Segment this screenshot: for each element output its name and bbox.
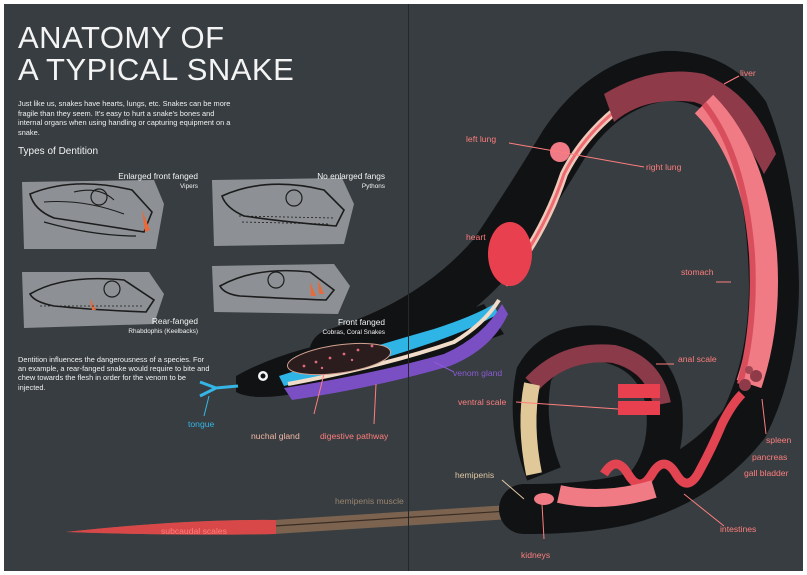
page-title: ANATOMY OF A TYPICAL SNAKE — [18, 22, 294, 86]
label-stomach: stomach — [681, 267, 713, 277]
snake-anatomy-illustration — [4, 4, 803, 571]
label-subcaudal-scales: subcaudal scales — [161, 526, 227, 536]
title-line-1: ANATOMY OF — [18, 22, 294, 54]
title-line-2: A TYPICAL SNAKE — [18, 54, 294, 86]
label-digestive-pathway: digestive pathway — [320, 431, 388, 441]
dentition-subtitle-rear-fanged: Rhabdophis (Keelbacks) — [128, 328, 198, 335]
label-right-lung: right lung — [646, 162, 681, 172]
dentition-title-pythons: No enlarged fangs — [317, 171, 385, 181]
dentition-title-vipers: Enlarged front fanged — [118, 171, 198, 181]
label-hemipenis: hemipenis — [455, 470, 494, 480]
skull-panel-pythons — [212, 178, 354, 246]
label-heart: heart — [466, 232, 486, 242]
dentition-note: Dentition influences the dangerousness o… — [18, 355, 213, 392]
dentition-title-front-fanged: Front fanged — [338, 317, 385, 327]
label-venom-gland: venom gland — [453, 368, 502, 378]
dentition-title-rear-fanged: Rear-fanged — [152, 316, 198, 326]
skull-panel-rear-fanged — [22, 272, 164, 328]
dentition-subtitle-front-fanged: Cobras, Coral Snakes — [322, 329, 385, 336]
label-tongue: tongue — [188, 419, 214, 429]
dentition-heading: Types of Dentition — [18, 146, 98, 157]
dentition-subtitle-pythons: Pythons — [362, 183, 385, 190]
intro-text: Just like us, snakes have hearts, lungs,… — [18, 99, 233, 137]
label-anal-scale: anal scale — [678, 354, 717, 364]
label-gall-bladder: gall bladder — [744, 468, 788, 478]
label-left-lung: left lung — [466, 134, 496, 144]
label-ventral-scale: ventral scale — [458, 397, 506, 407]
label-nuchal-gland: nuchal gland — [251, 431, 300, 441]
label-spleen: spleen — [766, 435, 791, 445]
poster: ANATOMY OF A TYPICAL SNAKE Just like us,… — [4, 4, 803, 571]
skull-panel-front-fanged — [212, 264, 350, 314]
label-hemipenis-muscle: hemipenis muscle — [335, 496, 404, 506]
skull-panel-vipers — [22, 180, 164, 249]
page-fold — [408, 4, 409, 571]
label-intestines: intestines — [720, 524, 756, 534]
dentition-subtitle-vipers: Vipers — [180, 183, 198, 190]
label-liver: liver — [740, 68, 756, 78]
label-kidneys: kidneys — [521, 550, 550, 560]
label-pancreas: pancreas — [752, 452, 787, 462]
